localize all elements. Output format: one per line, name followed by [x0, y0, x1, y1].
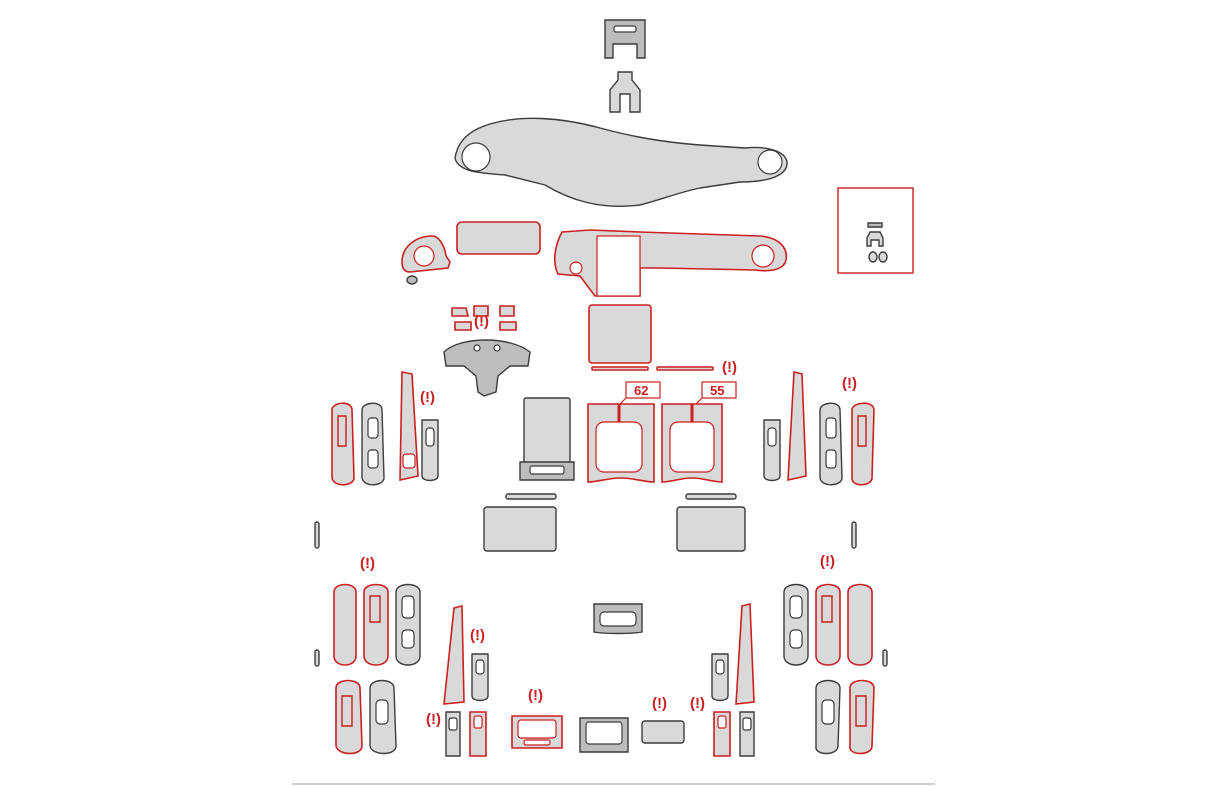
front-right-door-handle-trim	[851, 402, 875, 486]
rear-vent-trim	[511, 715, 563, 749]
center-dash-trim	[553, 229, 788, 297]
rear-left-door-trim-b	[363, 583, 389, 666]
warning-mark-rear-vent: (!)	[528, 687, 543, 704]
rear-left-lower-trim-b	[369, 679, 397, 755]
front-left-window-switch-panel	[421, 419, 439, 482]
slim-trim-strips	[591, 366, 714, 371]
rear-right-pillar-trim	[735, 602, 755, 705]
front-left-door-switch-trim	[361, 402, 385, 486]
svg-text:55: 55	[710, 383, 724, 398]
console-lid-trim-left	[587, 403, 655, 483]
rear-left-lower-trim-a	[335, 679, 363, 755]
warning-mark-rear-panel: (!)	[652, 695, 667, 712]
dashboard-main-panel	[454, 117, 788, 207]
side-clips	[314, 521, 888, 667]
left-vent-trim	[401, 235, 451, 273]
warning-mark-rear-left-small: (!)	[426, 711, 441, 728]
dimension-label-55: 55	[695, 381, 737, 405]
rear-right-door-switch-trim	[783, 583, 809, 666]
warning-mark-rear-left-pillar: (!)	[470, 627, 485, 644]
dimension-label-62: 62	[619, 381, 661, 405]
rear-right-lower-trim-b	[815, 679, 841, 755]
rear-screen-trim	[579, 717, 629, 753]
steering-wheel-cover	[443, 339, 531, 397]
cupholder-bezel	[593, 603, 643, 635]
mirror-mount-part	[609, 71, 641, 113]
rear-left-seat-panel	[483, 506, 557, 552]
center-console-front-panel	[519, 397, 575, 481]
front-left-door-handle-trim	[331, 402, 355, 486]
rear-right-door-trim-a	[847, 583, 873, 666]
rear-right-small-trims	[713, 711, 755, 757]
steering-button-trims	[451, 305, 517, 331]
rear-console-strip-left	[505, 493, 557, 500]
rear-console-strip-right	[685, 493, 737, 500]
rear-right-seat-panel	[676, 506, 746, 552]
rear-small-panel	[641, 720, 685, 744]
console-lid-trim-right	[661, 403, 723, 483]
front-right-window-switch-panel	[763, 419, 781, 482]
warning-mark-rear-left-door: (!)	[360, 555, 375, 572]
warning-mark-rear-right-door: (!)	[820, 553, 835, 570]
rear-right-door-trim-b	[815, 583, 841, 666]
left-small-knob	[406, 275, 418, 285]
warning-mark-rear-right-small: (!)	[690, 695, 705, 712]
instrument-cover-panel	[456, 221, 541, 255]
front-left-pillar-trim	[399, 371, 419, 482]
rear-left-small-trims	[445, 711, 487, 757]
svg-text:62: 62	[634, 383, 648, 398]
rear-left-door-trim-a	[333, 583, 357, 666]
warning-mark-front-left: (!)	[420, 389, 435, 406]
rear-right-lower-trim-a	[849, 679, 875, 755]
front-right-pillar-trim	[787, 370, 807, 482]
overhead-console-part	[604, 19, 646, 59]
rear-left-pillar-trim	[443, 604, 465, 705]
detail-inset-box	[837, 187, 914, 274]
warning-mark-front-right: (!)	[842, 375, 857, 392]
front-right-door-switch-trim	[819, 402, 843, 486]
warning-mark-steering: (!)	[474, 313, 489, 330]
center-display-cover	[588, 304, 652, 364]
rear-left-switch-panel	[471, 653, 489, 702]
warning-mark-center-strip: (!)	[722, 359, 737, 376]
rear-left-door-switch-trim	[395, 583, 421, 666]
rear-right-switch-panel	[711, 653, 729, 702]
